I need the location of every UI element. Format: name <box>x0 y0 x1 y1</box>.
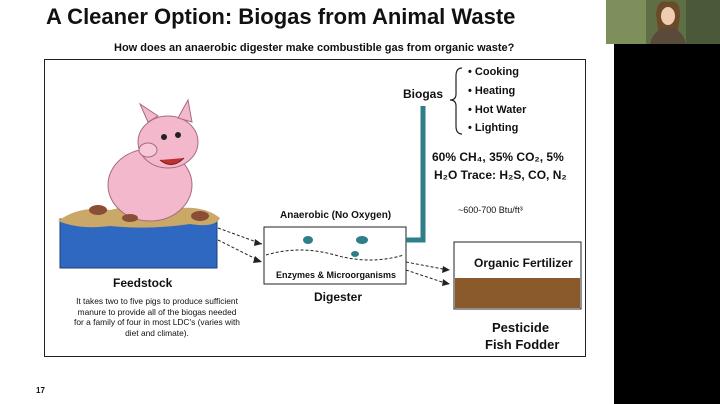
feedstock-note: It takes two to five pigs to produce suf… <box>74 296 240 338</box>
biogas-label: Biogas <box>403 87 444 101</box>
uses-bracket <box>449 67 463 135</box>
composition-line-2: H₂O Trace: H₂S, CO, N₂ <box>434 168 567 182</box>
microbe-dot <box>351 251 359 257</box>
presenter-video-icon <box>606 0 720 44</box>
digester-liquid-line <box>265 249 405 261</box>
enzymes-label: Enzymes & Microorganisms <box>276 270 397 280</box>
feedstock-label: Feedstock <box>113 276 173 290</box>
presenter-webcam <box>606 0 720 44</box>
use-item: • Lighting <box>468 122 519 134</box>
pig-illustration <box>89 98 209 222</box>
slide: A Cleaner Option: Biogas from Animal Was… <box>0 0 614 404</box>
microbe-dot <box>356 236 368 244</box>
use-item: • Hot Water <box>468 104 527 116</box>
use-item: • Heating <box>468 85 516 97</box>
soil-fill <box>455 278 580 308</box>
slide-title: A Cleaner Option: Biogas from Animal Was… <box>46 4 516 29</box>
microbe-dot <box>303 236 313 244</box>
energy-content: ~600-700 Btu/ft³ <box>458 205 523 215</box>
pesticide-label: Pesticide <box>492 320 550 335</box>
slide-subtitle: How does an anaerobic digester make comb… <box>114 42 515 54</box>
biogas-pipe <box>406 106 426 243</box>
digester-label: Digester <box>314 290 363 304</box>
fertilizer-label: Organic Fertilizer <box>474 256 573 270</box>
anaerobic-label: Anaerobic (No Oxygen) <box>280 210 392 221</box>
use-item: • Cooking <box>468 66 519 78</box>
diagram-frame <box>44 59 586 357</box>
composition-line-1: 60% CH₄, 35% CO₂, 5% <box>432 150 564 164</box>
fish-fodder-label: Fish Fodder <box>485 337 560 352</box>
diagram-graphics <box>58 67 582 310</box>
page-number: 17 <box>36 386 45 395</box>
